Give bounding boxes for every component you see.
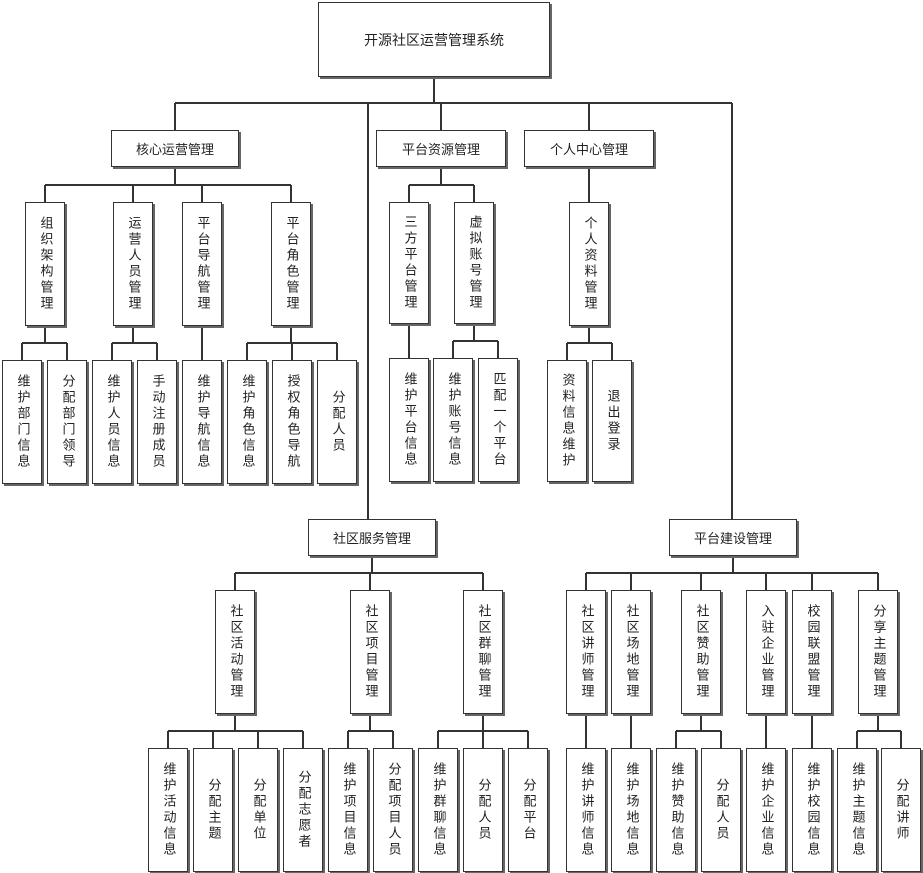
node-role: 平台角色管理	[271, 202, 311, 326]
node-prof1: 资料信息维护	[547, 360, 587, 482]
node-svc: 社区服务管理	[308, 519, 436, 556]
node-act3: 分配单位	[238, 748, 278, 872]
node-ent1: 维护企业信息	[746, 748, 786, 872]
node-topic1: 维护主题信息	[837, 748, 877, 872]
node-nav1: 维护导航信息	[182, 360, 222, 484]
node-topic: 分享主题管理	[858, 590, 898, 714]
node-nav: 平台导航管理	[182, 202, 222, 326]
node-act: 社区活动管理	[215, 590, 255, 714]
node-grp: 社区群聊管理	[463, 590, 503, 714]
node-root: 开源社区运营管理系统	[318, 2, 550, 77]
node-grp1: 维护群聊信息	[418, 748, 458, 872]
node-grp3: 分配平台	[508, 748, 548, 872]
node-proj2: 分配项目人员	[373, 748, 413, 872]
node-spon1: 维护赞助信息	[656, 748, 696, 872]
node-ops2: 手动注册成员	[137, 360, 177, 484]
node-lec1: 维护讲师信息	[566, 748, 606, 872]
node-prof2: 退出登录	[592, 360, 632, 482]
node-org: 组织架构管理	[25, 202, 65, 326]
node-proj1: 维护项目信息	[328, 748, 368, 872]
node-site1: 维护场地信息	[611, 748, 651, 872]
node-spon: 社区赞助管理	[681, 590, 721, 714]
node-third: 三方平台管理	[389, 202, 429, 324]
node-role1: 维护角色信息	[227, 360, 267, 484]
node-pc: 个人中心管理	[524, 130, 654, 167]
node-camp1: 维护校园信息	[792, 748, 832, 872]
node-topic2: 分配讲师	[881, 748, 921, 872]
node-spon2: 分配人员	[701, 748, 741, 872]
node-role2: 授权角色导航	[272, 360, 312, 484]
node-grp2: 分配人员	[463, 748, 503, 872]
node-ent: 入驻企业管理	[746, 590, 786, 714]
node-ops1: 维护人员信息	[92, 360, 132, 484]
node-ops: 运营人员管理	[113, 202, 153, 326]
node-third1: 维护平台信息	[389, 358, 429, 482]
node-bld: 平台建设管理	[669, 519, 797, 556]
node-proj: 社区项目管理	[350, 590, 390, 714]
node-virt1: 维护账号信息	[433, 358, 473, 482]
node-virt2: 匹配一个平台	[478, 358, 518, 482]
node-lec: 社区讲师管理	[566, 590, 606, 714]
node-prof: 个人资料管理	[569, 202, 609, 326]
node-camp: 校园联盟管理	[792, 590, 832, 714]
node-res: 平台资源管理	[376, 130, 506, 167]
node-org2: 分配部门领导	[47, 360, 87, 484]
node-core: 核心运营管理	[111, 130, 239, 167]
node-act1: 维护活动信息	[148, 748, 188, 872]
node-site: 社区场地管理	[611, 590, 651, 714]
node-virt: 虚拟账号管理	[454, 202, 494, 324]
node-act2: 分配主题	[193, 748, 233, 872]
node-org1: 维护部门信息	[2, 360, 42, 484]
node-act4: 分配志愿者	[283, 748, 323, 872]
node-role3: 分配人员	[317, 360, 357, 484]
